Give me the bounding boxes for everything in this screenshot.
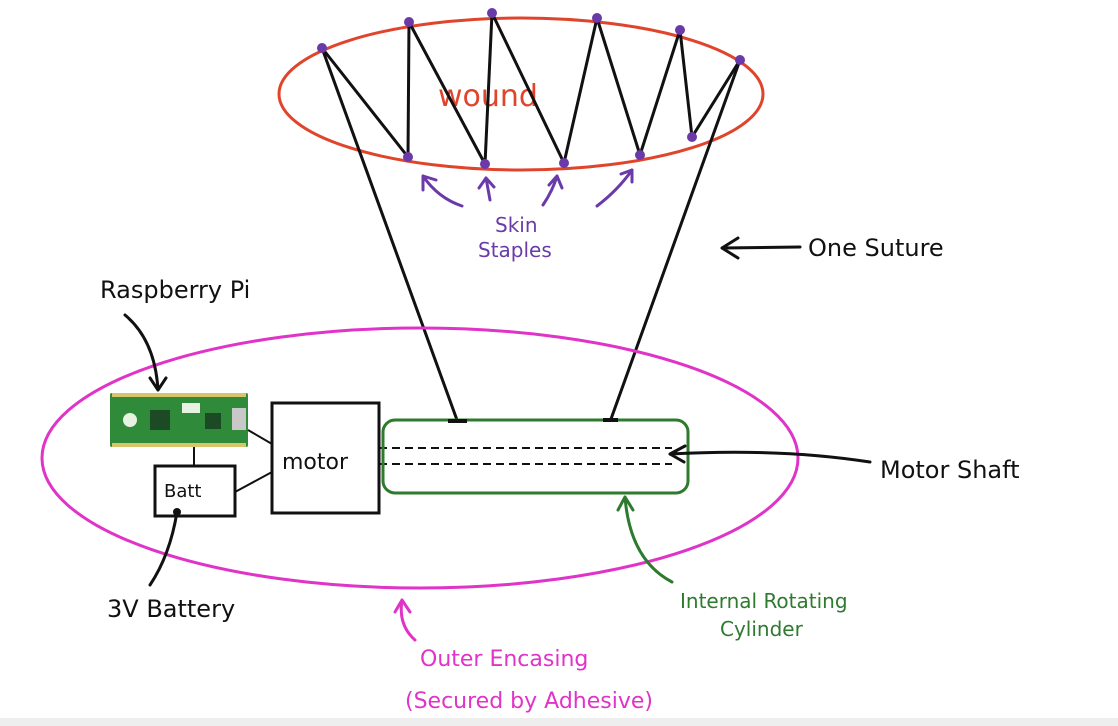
motor-box bbox=[270, 401, 381, 515]
battery-arrow bbox=[148, 510, 179, 587]
staple-dot bbox=[687, 132, 697, 142]
outer-encasing-label-line2: (Secured by Adhesive) bbox=[405, 689, 653, 714]
staple-dot bbox=[735, 55, 745, 65]
skin-staple-dots bbox=[317, 8, 745, 169]
staple-arrow bbox=[477, 176, 496, 202]
staple-dot bbox=[480, 159, 490, 169]
staple-arrow bbox=[595, 168, 634, 208]
battery-box-label: Batt bbox=[164, 481, 202, 502]
outer-encasing-ellipse bbox=[40, 326, 800, 590]
staple-dot bbox=[675, 25, 685, 35]
internal-cylinder-label-line1: Internal Rotating bbox=[680, 589, 848, 613]
3v-battery-label: 3V Battery bbox=[107, 595, 235, 623]
outer-encasing-arrow bbox=[393, 598, 417, 642]
wound-ellipse bbox=[277, 16, 765, 172]
staple-dot bbox=[635, 150, 645, 160]
battery-box bbox=[153, 464, 237, 518]
outer-encasing-label-line1: Outer Encasing bbox=[420, 647, 588, 672]
staple-dot bbox=[403, 152, 413, 162]
internal-cylinder-arrow bbox=[616, 495, 674, 584]
skin-staples-label-line1: Skin bbox=[495, 213, 538, 237]
staple-dot bbox=[487, 8, 497, 18]
staple-dot bbox=[404, 17, 414, 27]
staple-arrows bbox=[421, 168, 634, 208]
staple-arrow bbox=[541, 174, 564, 207]
motor-shaft bbox=[379, 447, 672, 465]
skin-staples-label-line2: Staples bbox=[478, 238, 552, 262]
motor-shaft-label: Motor Shaft bbox=[880, 456, 1020, 484]
suture-line-left bbox=[320, 47, 459, 421]
raspberry-pi-board bbox=[110, 393, 248, 447]
motor-box-label: motor bbox=[282, 450, 349, 475]
suture-line-right bbox=[609, 59, 742, 420]
staple-arrow bbox=[421, 174, 464, 208]
wires bbox=[193, 429, 273, 493]
one-suture-arrow bbox=[720, 236, 802, 260]
staple-dot bbox=[317, 43, 327, 53]
raspberry-pi-label: Raspberry Pi bbox=[100, 276, 250, 304]
staple-dot bbox=[559, 158, 569, 168]
motor-shaft-arrow bbox=[668, 444, 872, 464]
bottom-strip bbox=[0, 718, 1118, 726]
internal-cylinder bbox=[381, 418, 690, 495]
internal-cylinder-label-line2: Cylinder bbox=[720, 617, 804, 641]
one-suture-label: One Suture bbox=[808, 234, 944, 262]
staple-dot bbox=[592, 13, 602, 23]
raspberry-pi-arrow bbox=[123, 313, 168, 392]
